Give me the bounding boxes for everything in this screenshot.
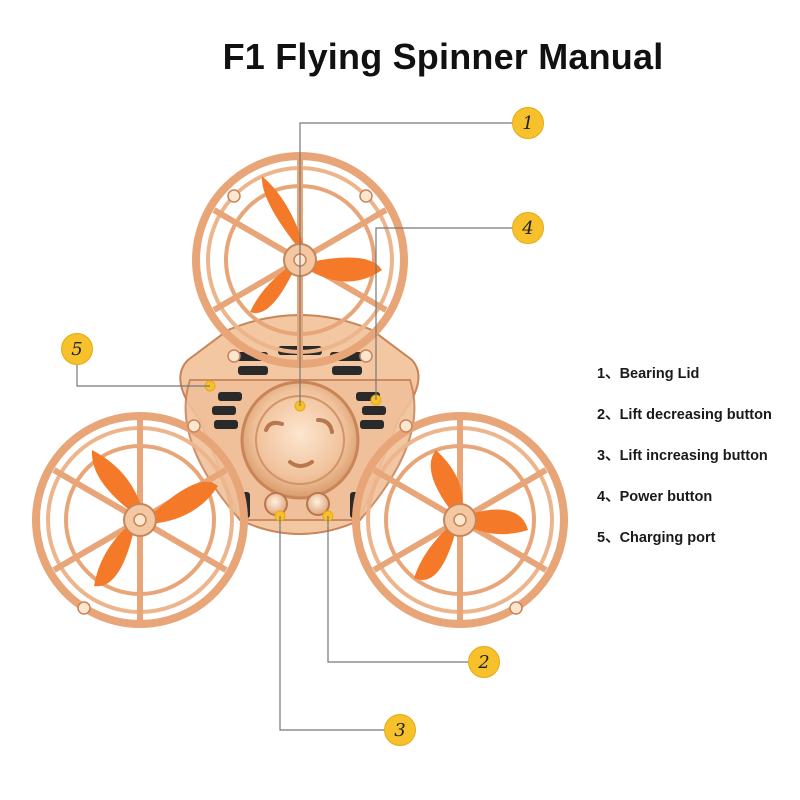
lift-decreasing-button — [306, 492, 330, 516]
legend-number: 4、 — [597, 489, 620, 505]
legend-number: 3、 — [597, 448, 620, 464]
lift-increasing-button — [264, 492, 288, 516]
legend-number: 1、 — [597, 366, 620, 382]
legend-label: Lift decreasing button — [619, 407, 772, 423]
legend-number: 5、 — [597, 530, 620, 546]
legend-label: Power button — [619, 489, 713, 505]
callout-5: 5 — [61, 333, 93, 365]
page-title: F1 Flying Spinner Manual — [222, 36, 664, 77]
legend-item: 1、Bearing Lid — [597, 362, 797, 403]
legend-label: Lift increasing button — [619, 448, 768, 464]
legend-item: 5、Charging port — [597, 526, 797, 567]
legend-item: 3、Lift increasing button — [597, 444, 797, 485]
rotor-left — [32, 412, 248, 628]
legend-item: 2、Lift decreasing button — [597, 403, 797, 444]
callout-1: 1 — [512, 107, 544, 139]
callout-4: 4 — [512, 212, 544, 244]
callout-3: 3 — [384, 714, 416, 746]
legend-label: Charging port — [619, 530, 716, 546]
legend-item: 4、Power button — [597, 485, 797, 526]
callout-2: 2 — [468, 646, 500, 678]
leader-lines — [76, 122, 512, 731]
rotor-right — [352, 412, 568, 628]
legend-number: 2、 — [597, 407, 620, 423]
parts-legend: 1、Bearing Lid 2、Lift decreasing button 3… — [597, 362, 797, 567]
legend-label: Bearing Lid — [619, 366, 700, 382]
